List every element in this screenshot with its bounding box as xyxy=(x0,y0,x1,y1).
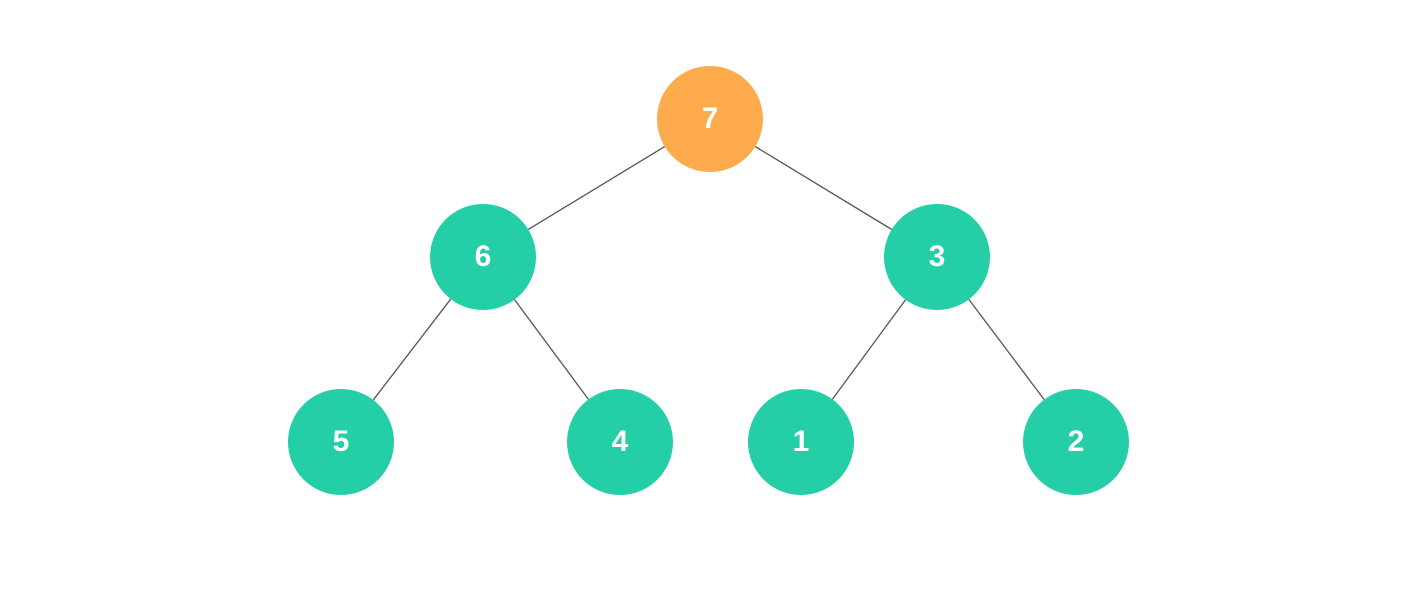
node-label: 6 xyxy=(474,240,492,273)
node-label: 3 xyxy=(928,240,946,273)
tree-node: 4 xyxy=(567,389,673,495)
tree-edge xyxy=(831,299,907,400)
tree-edge xyxy=(968,298,1045,401)
tree-node: 1 xyxy=(748,389,854,495)
node-label: 7 xyxy=(701,102,719,135)
tree-edge xyxy=(527,145,666,231)
tree-node-root: 7 xyxy=(657,66,763,172)
node-label: 2 xyxy=(1067,425,1085,458)
tree-node: 6 xyxy=(430,204,536,310)
node-label: 1 xyxy=(792,425,810,458)
tree-node: 2 xyxy=(1023,389,1129,495)
tree-edge xyxy=(754,145,893,231)
node-label: 4 xyxy=(611,425,629,458)
tree-node: 5 xyxy=(288,389,394,495)
tree-node: 3 xyxy=(884,204,990,310)
tree-edge xyxy=(372,298,452,401)
tree-edge xyxy=(514,299,589,400)
node-label: 5 xyxy=(332,425,350,458)
